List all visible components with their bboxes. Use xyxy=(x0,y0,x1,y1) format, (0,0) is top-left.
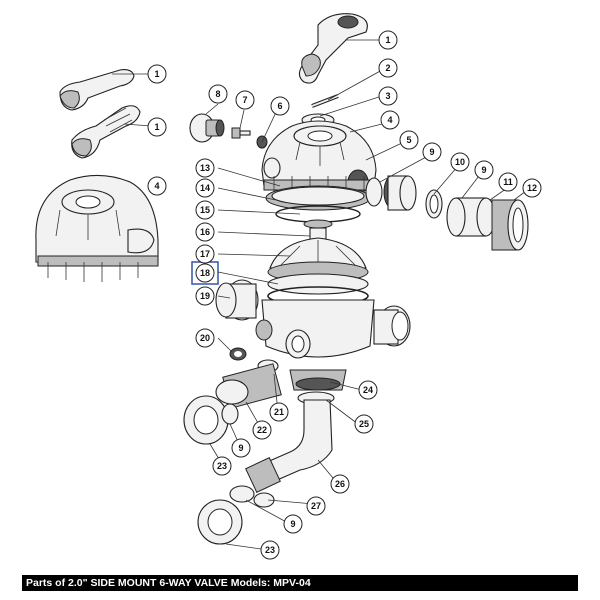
valve-lid-left xyxy=(35,174,159,282)
callout-label: 1 xyxy=(154,69,159,79)
callout: 4 xyxy=(147,176,167,196)
callout: 1 xyxy=(147,117,167,137)
callout-label: 25 xyxy=(359,419,369,429)
callout: 1 xyxy=(378,30,398,50)
callout-label: 1 xyxy=(385,35,390,45)
callout-label: 7 xyxy=(242,95,247,105)
callout: 2 xyxy=(378,58,398,78)
handle-top-right xyxy=(298,13,368,84)
callout-label: 15 xyxy=(200,205,210,215)
callout: 5 xyxy=(399,130,419,150)
callout-label: 23 xyxy=(265,545,275,555)
callout-label: 6 xyxy=(277,101,282,111)
callout-label: 5 xyxy=(406,135,411,145)
callout-label: 19 xyxy=(200,291,210,301)
callout: 15 xyxy=(195,200,215,220)
callout: 9 xyxy=(231,438,251,458)
lower-bottom-union xyxy=(197,485,275,545)
callout-label: 9 xyxy=(238,443,243,453)
callout: 4 xyxy=(380,110,400,130)
valve-body xyxy=(215,237,411,391)
callout: 26 xyxy=(330,474,350,494)
callout: 13 xyxy=(195,158,215,178)
handle-left-upper xyxy=(59,69,135,111)
callout: 23 xyxy=(212,456,232,476)
callout: 11 xyxy=(498,172,518,192)
callout-label: 24 xyxy=(363,385,373,395)
callout: 16 xyxy=(195,222,215,242)
callout-label: 9 xyxy=(429,147,434,157)
callout: 19 xyxy=(195,286,215,306)
callout-label: 16 xyxy=(200,227,210,237)
callout: 9 xyxy=(474,160,494,180)
callout: 18 xyxy=(195,263,215,283)
pin xyxy=(311,94,339,108)
callout-label: 9 xyxy=(290,519,295,529)
callout-label: 26 xyxy=(335,479,345,489)
diagram-caption: Parts of 2.0" SIDE MOUNT 6-WAY VALVE Mod… xyxy=(22,575,578,591)
valve-lid xyxy=(261,120,377,200)
callout: 10 xyxy=(450,152,470,172)
callout: 8 xyxy=(208,84,228,104)
callout-label: 20 xyxy=(200,333,210,343)
callout: 9 xyxy=(283,514,303,534)
callout: 1 xyxy=(147,64,167,84)
callout-label: 23 xyxy=(217,461,227,471)
gasket-disc xyxy=(265,185,371,229)
callout: 20 xyxy=(195,328,215,348)
callout: 24 xyxy=(358,380,378,400)
callout: 22 xyxy=(252,420,272,440)
callout: 17 xyxy=(195,244,215,264)
leader-lines xyxy=(112,39,531,551)
callout-label: 8 xyxy=(215,89,220,99)
callout-label: 3 xyxy=(385,91,390,101)
callout: 21 xyxy=(269,402,289,422)
lower-left-union-nut xyxy=(183,395,239,445)
callout-label: 11 xyxy=(503,177,513,187)
gauge-fitting xyxy=(189,113,225,143)
callout-label: 4 xyxy=(387,115,392,125)
elbow-pipe xyxy=(245,391,335,493)
lower-left-pipe xyxy=(215,359,282,409)
callout-label: 22 xyxy=(257,425,267,435)
callout-label: 18 xyxy=(200,268,210,278)
callout: 25 xyxy=(354,414,374,434)
callout-label: 14 xyxy=(200,183,210,193)
callout-label: 2 xyxy=(385,63,390,73)
callout: 23 xyxy=(260,540,280,560)
callout-label: 21 xyxy=(274,407,284,417)
callout: 27 xyxy=(306,496,326,516)
callout-label: 17 xyxy=(200,249,210,259)
callout-label: 12 xyxy=(527,183,537,193)
callout-label: 13 xyxy=(200,163,210,173)
callout: 12 xyxy=(522,178,542,198)
callout: 9 xyxy=(422,142,442,162)
right-union-set xyxy=(365,175,529,251)
callout-label: 9 xyxy=(481,165,486,175)
callout: 7 xyxy=(235,90,255,110)
callout-label: 10 xyxy=(455,157,465,167)
callout: 14 xyxy=(195,178,215,198)
callout-label: 1 xyxy=(154,122,159,132)
small-screw xyxy=(231,127,251,139)
callout-label: 4 xyxy=(154,181,159,191)
handle-left-lower xyxy=(71,105,141,159)
callout-label: 27 xyxy=(311,501,321,511)
callout: 6 xyxy=(270,96,290,116)
callout: 3 xyxy=(378,86,398,106)
lower-left-oring xyxy=(229,347,247,361)
